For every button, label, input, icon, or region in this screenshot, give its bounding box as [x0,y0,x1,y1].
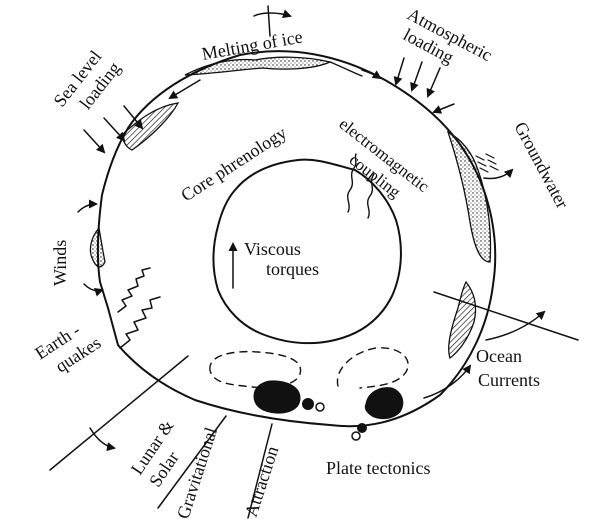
label-gravitational: Gravitational [173,425,221,522]
earthquake-fault-upper [117,267,151,313]
label-earthquakes: Earth - quakes [31,320,104,377]
lunar-line-1 [49,355,189,471]
em-coupling-squiggle-2 [367,173,375,219]
label-torques: torques [266,259,319,279]
lunar-arrow [89,427,116,452]
winds-arrow-top [77,199,98,213]
ocean-patch [448,280,477,360]
mantle-blob-left [253,380,301,414]
core-outline [212,158,402,345]
label-currents: Currents [478,370,540,390]
em-coupling-squiggle-1 [347,153,357,213]
mantle-blob-right [364,387,404,420]
earth-outline [96,50,497,428]
gravitational-line [157,415,227,509]
label-sea-level-loading: Sea level loading [49,47,124,113]
rotation-axis [267,5,271,37]
mantle-blob-right-droplet [351,431,361,441]
groundwater-arrow [483,168,514,180]
mantle-blob-left-droplet [315,402,325,412]
label-ocean: Ocean [476,346,522,366]
rotation-arrow-icon [253,9,292,19]
label-attraction: Attraction [241,444,283,520]
sea-loading-patch [121,102,180,151]
atmospheric-arrow-2 [410,61,423,92]
attraction-line [247,423,273,519]
ocean-current-line [433,291,579,341]
atmospheric-arrow-1 [393,57,405,86]
atmospheric-arrow-4 [432,103,455,114]
groundwater-rain-icon [475,153,499,173]
label-viscous: Viscous [244,239,301,259]
mantle-flow-lobe-right [336,347,409,389]
mantle-blob-left-bubble [302,398,314,410]
winds-patch [89,226,106,268]
atmospheric-arrow-3 [426,67,441,98]
ice-arrow-left [168,79,201,100]
ice-edge-right [329,61,363,77]
sea-loading-arrow-1 [83,129,106,154]
mantle-blob-right-bubble [357,423,367,433]
label-plate-tectonics: Plate tectonics [326,458,430,478]
label-electromagnetic-coupling: electromagnetic coupling [336,114,434,202]
sea-loading-arrow-3 [123,105,144,130]
ice-arrow-right [361,69,382,80]
earthquake-fault-lower [119,296,161,349]
label-winds: Winds [50,240,70,286]
mantle-flow-lobe-left [209,350,302,389]
groundwater-patch [446,130,492,263]
label-atmospheric-loading: Atmospheric loading [400,4,496,67]
ocean-arrow-upper [485,310,546,341]
ocean-arrow-lower [423,364,472,399]
sea-loading-arrow-2 [103,117,126,142]
winds-arrow-bottom [83,283,104,297]
label-groundwater: Groundwater [510,118,572,211]
